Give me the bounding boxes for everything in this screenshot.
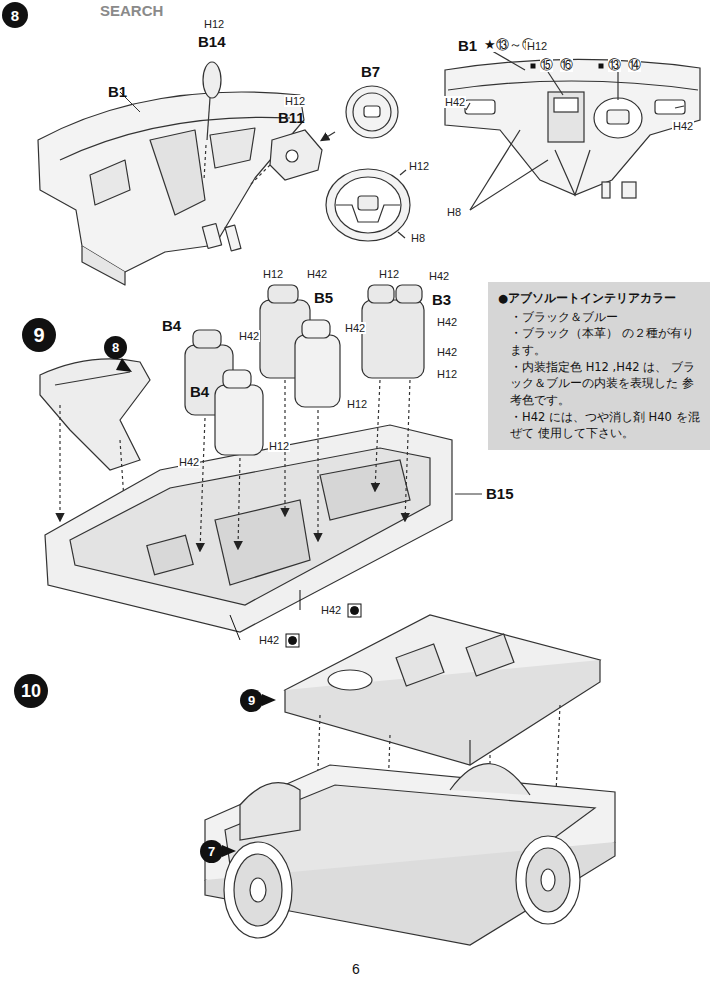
part-number: B3: [432, 292, 451, 309]
part-number: B5: [314, 290, 333, 307]
paint-code: H12: [284, 95, 306, 107]
paint-code: H42: [306, 268, 328, 280]
leader-line: [455, 494, 482, 495]
paint-code: H42: [428, 270, 450, 282]
paint-code: H8: [410, 232, 426, 244]
step-label: 7: [208, 844, 215, 859]
paint-code: H12: [378, 268, 400, 280]
note-box: ●アブソルートインテリアカラー・ブラック＆ブルー・ブラック（本革） の２種が有り…: [488, 282, 710, 450]
part-number: B4: [190, 384, 209, 401]
decal-number: ⑭: [628, 58, 641, 72]
part-number: B1: [458, 38, 477, 55]
paint-code: H12: [268, 440, 290, 452]
paint-code: H42: [258, 634, 280, 646]
step-number: 10: [14, 674, 48, 708]
paint-code: H8: [446, 206, 462, 218]
seats: [185, 285, 424, 550]
part-number: B7: [361, 64, 380, 81]
paint-code: H12: [436, 368, 458, 380]
part-number: B4: [162, 318, 181, 335]
paint-code: H42: [238, 330, 260, 342]
paint-code: H42: [436, 316, 458, 328]
paint-code: H42: [672, 120, 694, 132]
callout-number: 9: [240, 689, 263, 712]
note-text: ・H42 には、つや消し剤 H40 を混ぜて 使用して下さい。: [498, 409, 702, 442]
step-label: 10: [21, 681, 41, 702]
paint-code: H12: [408, 160, 430, 172]
callout-pointers: [116, 358, 276, 857]
note-text: ・ブラック（本革） の２種が有ります。: [498, 325, 702, 358]
callout-number: 8: [104, 336, 127, 359]
step-label: 8: [11, 7, 19, 24]
paint-code: H12: [262, 268, 284, 280]
paint-code: H42: [444, 96, 466, 108]
chassis: [205, 764, 615, 945]
steering-wheel-b7: [326, 86, 410, 241]
note-heading: ●アブソルートインテリアカラー: [498, 290, 702, 307]
page-number: 6: [352, 962, 360, 977]
paint-code: H42: [178, 456, 200, 468]
part-number: B14: [198, 34, 226, 51]
decal-number: ⑬: [608, 58, 621, 72]
step-label: 8: [112, 340, 119, 355]
step-number: 9: [22, 318, 56, 352]
column-b11: [250, 130, 335, 185]
step-label: 9: [248, 693, 255, 708]
tub-b15: [45, 425, 452, 632]
part-number: B1: [108, 84, 127, 101]
part-number: B15: [486, 486, 514, 503]
paint-code: H12: [203, 18, 225, 30]
paint-code: H42: [436, 346, 458, 358]
decal-number: ⑮: [540, 58, 553, 72]
step-label: 9: [33, 324, 44, 347]
step-number: 8: [2, 2, 28, 28]
note-text: ・ブラック＆ブルー: [498, 309, 702, 326]
shift-knob-b14: [203, 62, 221, 180]
dashboard-b1: [38, 92, 304, 285]
dashboard-front-view: [445, 48, 700, 210]
callout-number: 7: [200, 840, 223, 863]
paint-code: H12: [346, 398, 368, 410]
paint-code: H42: [344, 322, 366, 334]
paint-code: H12: [526, 40, 548, 52]
paint-code: H42: [320, 604, 342, 616]
part-number: B11: [278, 110, 305, 127]
watermark: SEARCH: [100, 3, 163, 20]
note-text: ・内装指定色 H12 ,H42 は、 ブラック＆ブルーの内装を表現した 参考色で…: [498, 359, 702, 409]
decal-number: ⑯: [560, 58, 573, 72]
